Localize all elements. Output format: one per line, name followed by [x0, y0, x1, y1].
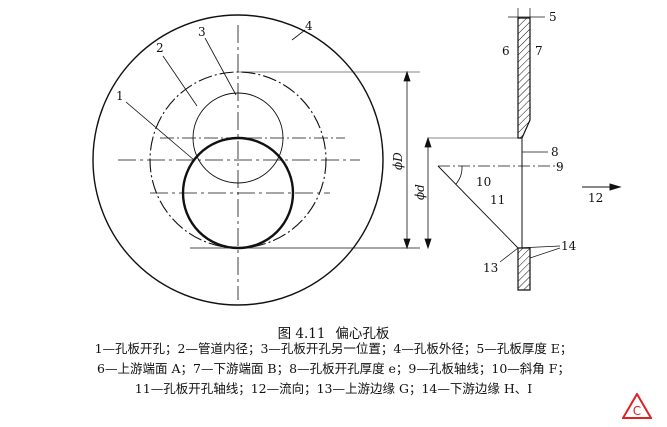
- leader-3: [204, 37, 237, 96]
- label-14: 14: [561, 239, 577, 253]
- label-2: 2: [156, 41, 164, 55]
- label-phi-d: ϕd: [413, 184, 427, 200]
- dimension-lines: [403, 70, 520, 250]
- eccentric-orifice-diagram: 1 2 3 4 5 6 7 8 9 10 11 12 13 14 ϕD ϕd: [92, 8, 622, 306]
- bevel-angle-line: [437, 165, 519, 249]
- svg-text:C: C: [633, 404, 641, 418]
- label-8: 8: [551, 145, 559, 159]
- legend-line-1: 1—孔板开孔；2—管道内径；3—孔板开孔另一位置；4—孔板外径；5—孔板厚度 E…: [94, 341, 573, 356]
- label-1: 1: [116, 89, 124, 103]
- leader-4: [291, 29, 306, 41]
- figure-title: 偏心孔板: [335, 326, 390, 342]
- publisher-logo: C: [622, 393, 652, 419]
- bevel-angle-arc: [455, 165, 463, 185]
- plate-section-upper: [517, 17, 531, 139]
- figure-caption: 图 4.11 偏心孔板: [0, 322, 667, 342]
- figure-number: 图 4.11: [277, 326, 326, 342]
- label-phi-D: ϕD: [391, 152, 405, 170]
- leader-13: [499, 247, 519, 263]
- label-13: 13: [483, 261, 498, 275]
- leader-14a: [517, 245, 561, 249]
- label-7: 7: [535, 44, 543, 58]
- label-12: 12: [588, 191, 603, 205]
- leader-14b: [529, 247, 561, 259]
- label-5: 5: [549, 10, 557, 24]
- leader-1: [125, 101, 195, 161]
- label-3: 3: [198, 25, 206, 39]
- plate-outer-circle: [92, 14, 384, 306]
- label-4: 4: [305, 19, 313, 33]
- label-9: 9: [556, 160, 564, 174]
- front-view: [92, 14, 420, 306]
- legend-line-3: 11—孔板开孔轴线；12—流向；13—上游边缘 G；14—下游边缘 H、I: [134, 381, 533, 396]
- side-view: [437, 8, 622, 291]
- label-11: 11: [490, 193, 505, 207]
- flow-arrow-head: [609, 183, 622, 191]
- label-6: 6: [502, 44, 510, 58]
- leader-2: [162, 55, 198, 107]
- label-10: 10: [476, 175, 491, 189]
- plate-section-lower: [517, 247, 531, 291]
- legend-line-2: 6—上游端面 A；7—下游端面 B；8—孔板开孔厚度 e；9—孔板轴线；10—斜…: [97, 361, 570, 376]
